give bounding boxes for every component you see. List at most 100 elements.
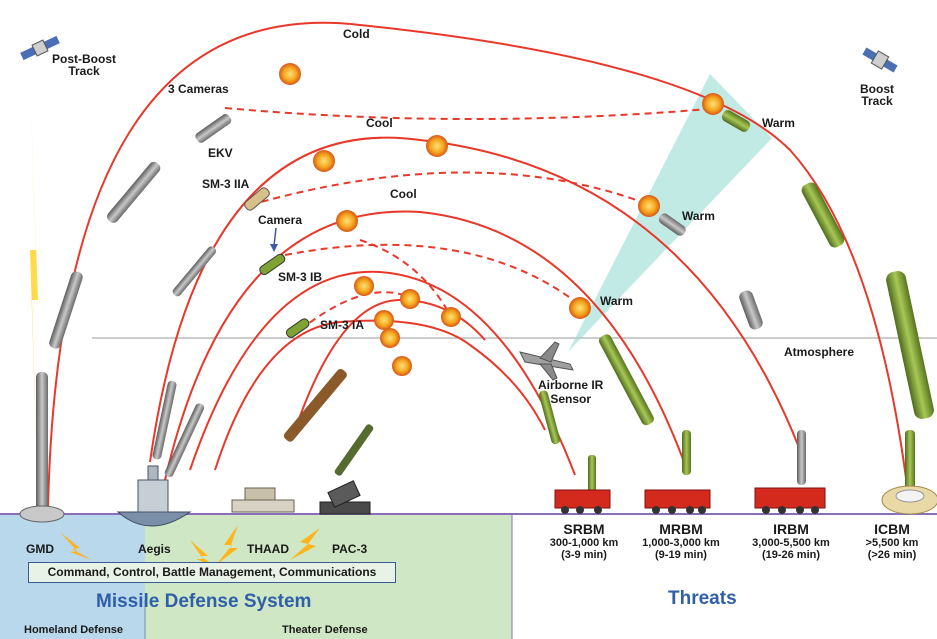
camera-label: Camera xyxy=(258,213,303,227)
threat-range: 3,000-5,500 km xyxy=(752,537,830,549)
intercept-burst-icons xyxy=(279,63,724,376)
threat-mrbm: MRBM 1,000-3,000 km (9-19 min) xyxy=(631,521,731,561)
airborne-ir-sensor-label: Airborne IR Sensor xyxy=(538,378,603,406)
sm3-ia-label: SM-3 IA xyxy=(320,318,365,332)
warm-label-irbm: Warm xyxy=(682,209,715,223)
ekv-icon xyxy=(195,114,232,143)
burst-icon xyxy=(426,135,448,157)
aegis-label: Aegis xyxy=(138,542,171,556)
burst-icon xyxy=(374,310,394,330)
defense-platform-icons xyxy=(19,465,371,527)
sm3-ib-icon xyxy=(259,253,286,276)
sm3-ia-icon xyxy=(285,318,310,338)
srbm-trajectory xyxy=(189,270,576,476)
irbm-missile-icon xyxy=(739,290,763,330)
airborne-ir-line1: Airborne IR xyxy=(538,378,604,392)
lightning-icon xyxy=(60,532,92,560)
airborne-ir-line2: Sensor xyxy=(550,392,592,406)
camera-pointer-arrow xyxy=(270,244,278,252)
lightning-icon xyxy=(216,525,238,565)
boost-track-label: Boost Track xyxy=(860,83,894,107)
pac3-label: PAC-3 xyxy=(332,542,368,556)
sm3-iia-dashed-path xyxy=(249,171,651,206)
burst-icon xyxy=(313,150,335,172)
theater-defense-label: Theater Defense xyxy=(282,624,368,636)
camera-pointer xyxy=(273,227,277,247)
missile-defense-system-title: Missile Defense System xyxy=(96,591,312,612)
mrbm-launch-icon xyxy=(682,430,691,475)
cool-label-lower: Cool xyxy=(390,187,417,201)
post-boost-track-line2: Track xyxy=(68,64,100,78)
burst-icon xyxy=(354,276,374,296)
mrbm-missile-icon xyxy=(598,334,654,426)
satellite-icon xyxy=(20,35,60,61)
threat-time: (9-19 min) xyxy=(655,549,707,561)
lightning-icon xyxy=(190,540,218,568)
burst-icon xyxy=(441,307,461,327)
icbm-launch-icon xyxy=(905,430,915,500)
burst-icon xyxy=(336,210,358,232)
homeland-defense-label: Homeland Defense xyxy=(24,624,124,636)
thaad-label: THAAD xyxy=(247,542,289,556)
thaad-launcher-icon xyxy=(231,487,295,513)
icbm-warhead-icon xyxy=(721,110,751,132)
missile-icon xyxy=(152,380,177,460)
burst-icon xyxy=(392,356,412,376)
boost-track-line2: Track xyxy=(861,94,893,108)
warm-label-icbm: Warm xyxy=(762,116,795,130)
satellite-icon xyxy=(862,47,898,73)
sm3-iia-label: SM-3 IIA xyxy=(202,177,250,191)
threat-irbm: IRBM 3,000-5,500 km (19-26 min) xyxy=(739,521,843,561)
irbm-trajectory xyxy=(149,136,801,463)
gmd-label: GMD xyxy=(26,542,54,556)
aircraft-icon xyxy=(519,341,574,381)
boost-track-line1: Boost xyxy=(860,82,894,96)
atmosphere-label: Atmosphere xyxy=(784,345,855,359)
missile-icon xyxy=(164,403,205,478)
burst-icon xyxy=(569,297,591,319)
pac3-launcher-icon xyxy=(319,480,371,515)
lightning-icons xyxy=(30,80,320,568)
irbm-launch-icon xyxy=(797,430,806,485)
icbm-missile-icon xyxy=(801,182,845,248)
threat-icbm: ICBM >5,500 km (>26 min) xyxy=(850,521,934,561)
threat-range: >5,500 km xyxy=(865,537,919,549)
thaad-missile-icon xyxy=(283,368,347,442)
threats-title: Threats xyxy=(668,588,737,609)
threat-srbm: SRBM 300-1,000 km (3-9 min) xyxy=(534,521,634,561)
sm3-ib-dashed-path xyxy=(284,243,581,306)
srbm-launcher-icon xyxy=(554,489,611,514)
missile-icon xyxy=(107,161,161,223)
aegis-ship-icon xyxy=(116,465,192,527)
cold-label: Cold xyxy=(343,27,370,41)
sm3-ib-label: SM-3 IB xyxy=(278,270,323,284)
ekv-dashed-path xyxy=(224,107,721,120)
burst-icon xyxy=(400,289,420,309)
three-cameras-label: 3 Cameras xyxy=(168,82,229,96)
srbm-inner-trajectory xyxy=(214,319,546,471)
gmd-silo-icon xyxy=(19,505,65,523)
gmd-missile-icon xyxy=(36,372,48,512)
camera-dashed-path xyxy=(359,239,451,316)
burst-icon xyxy=(279,63,301,85)
post-boost-track-line1: Post-Boost xyxy=(52,52,116,66)
threat-name: MRBM xyxy=(659,521,703,537)
threat-time: (19-26 min) xyxy=(761,549,821,561)
missile-icon xyxy=(172,246,217,297)
icbm-missile-icon xyxy=(886,271,934,419)
mrbm-launcher-icon xyxy=(644,489,711,514)
interceptor-missile-icons xyxy=(36,114,374,512)
irbm-launcher-icon xyxy=(754,487,826,514)
cool-label-upper: Cool xyxy=(366,116,393,130)
srbm-missile-icon xyxy=(539,390,561,445)
lightning-icon xyxy=(30,80,38,500)
threat-range: 300-1,000 km xyxy=(549,537,619,549)
warm-label-mrbm: Warm xyxy=(600,294,633,308)
threat-time: (>26 min) xyxy=(867,549,917,561)
sensor-cone xyxy=(568,74,772,352)
lightning-icon xyxy=(290,528,320,560)
ekv-label: EKV xyxy=(208,146,233,160)
missile-icon xyxy=(49,271,83,349)
icbm-trajectory xyxy=(47,21,911,511)
